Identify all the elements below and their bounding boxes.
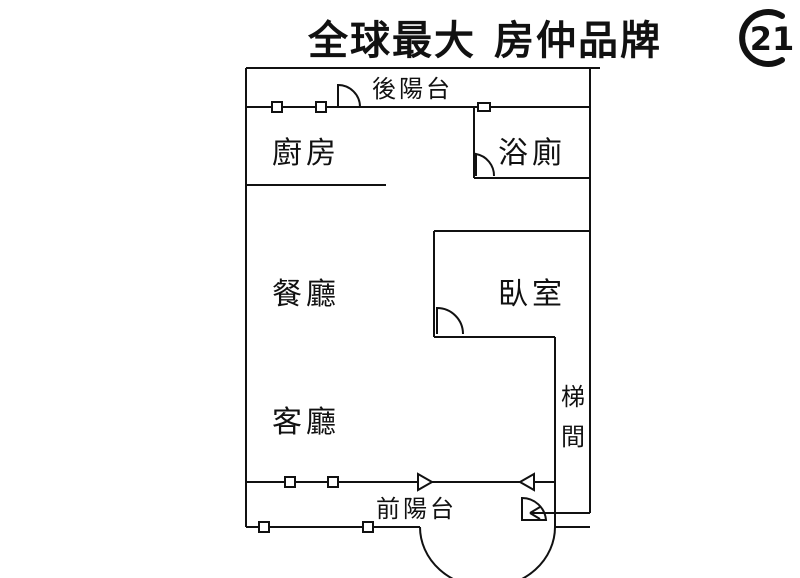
window-marker [284, 476, 296, 488]
window-marker [258, 521, 270, 533]
sliding-door-right-icon [417, 472, 435, 492]
bedroom-door-icon [436, 306, 464, 335]
label-stair-2: 間 [561, 423, 585, 451]
window-marker [327, 476, 339, 488]
label-living: 客廳 [272, 405, 340, 440]
window-marker [477, 102, 491, 112]
sliding-door-left-icon [517, 472, 535, 492]
window-markers [258, 101, 491, 533]
brand-slogan: 全球最大房仲品牌 [308, 8, 662, 66]
sliding-door [417, 472, 535, 492]
door-swings [337, 83, 548, 521]
slogan-part2: 房仲品牌 [494, 18, 662, 64]
label-back-balcony: 後陽台 [372, 75, 453, 103]
brand-header: 全球最大房仲品牌 21 [300, 2, 800, 72]
slogan-part1: 全球最大 [308, 18, 476, 64]
label-dining: 餐廳 [272, 277, 340, 312]
window-marker [315, 101, 327, 113]
window-marker [362, 521, 374, 533]
century21-logo-icon: 21 [739, 9, 795, 67]
label-bedroom: 臥室 [498, 277, 566, 312]
logo-number: 21 [750, 20, 795, 58]
back-balcony-door-icon [337, 83, 361, 108]
wall-lines [245, 67, 600, 578]
entrance-door-icon [521, 496, 548, 521]
label-bathroom: 浴廁 [498, 136, 566, 171]
window-marker [271, 101, 283, 113]
label-stair-1: 梯 [561, 383, 585, 411]
label-front-balcony: 前陽台 [376, 495, 457, 523]
bathroom-door-icon [475, 152, 496, 177]
entrance-arrow-icon [529, 506, 541, 520]
label-kitchen: 廚房 [272, 136, 340, 171]
